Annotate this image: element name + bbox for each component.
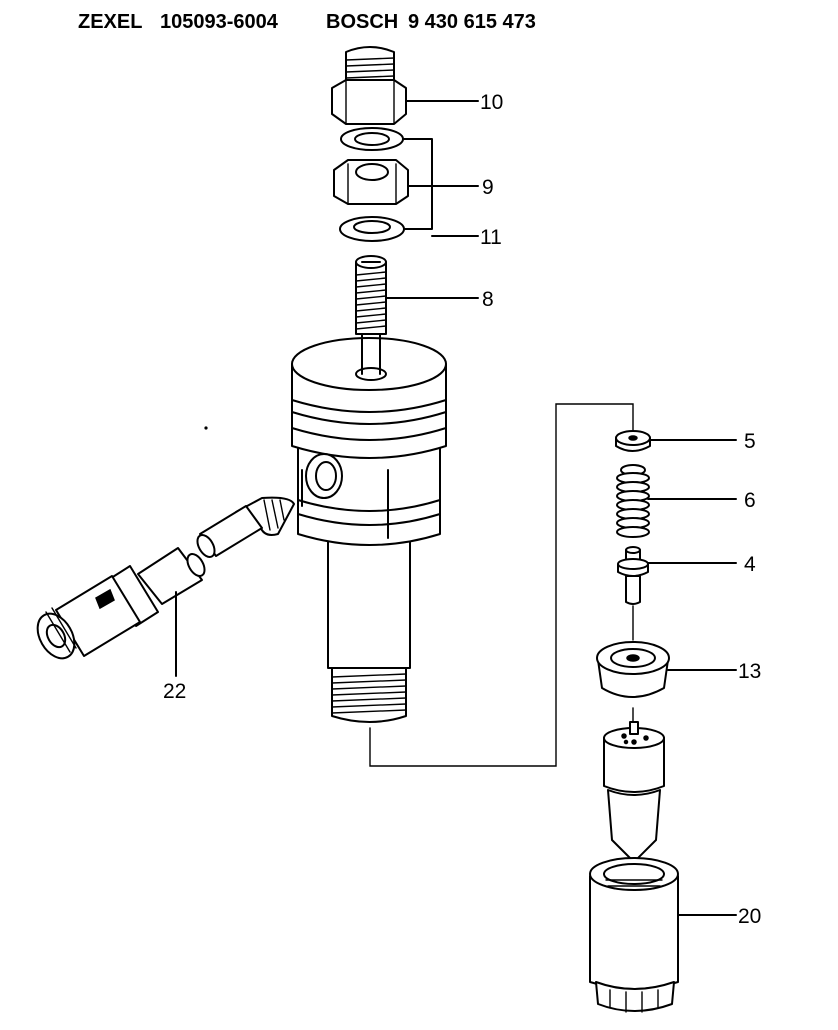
- callout-9: 9: [482, 176, 494, 199]
- callout-20: 20: [738, 905, 761, 928]
- callout-5: 5: [744, 430, 756, 453]
- part-5-shim: [615, 430, 651, 452]
- callout-labels: 10 9 11 8 5 6 4 13 20 22: [163, 91, 761, 928]
- nozzle-element: [603, 721, 665, 885]
- assembly-connector-line: [369, 403, 634, 767]
- part-4-pressure-pin: [617, 546, 649, 641]
- callout-6: 6: [744, 489, 756, 512]
- brand-bosch: BOSCH: [326, 11, 398, 33]
- part-13-intermediate-piece: [596, 641, 670, 733]
- part-9-hex-nut: [333, 159, 409, 205]
- bosch-part-number: 9 430 615 473: [408, 11, 536, 33]
- part-10-cap-nut: [331, 46, 407, 125]
- brand-zexel: ZEXEL: [78, 11, 142, 33]
- callout-4: 4: [744, 553, 756, 576]
- part-11-washer: [339, 216, 405, 242]
- leader-lines: [175, 100, 737, 916]
- part-6-spring: [616, 464, 650, 538]
- part-8-adjusting-screw: [355, 255, 387, 375]
- part-9-washer-top: [340, 127, 404, 151]
- stray-mark: [204, 426, 208, 430]
- zexel-part-number: 105093-6004: [160, 11, 279, 33]
- callout-13: 13: [738, 660, 761, 683]
- callout-22: 22: [163, 680, 186, 703]
- nozzle-holder-body: [291, 333, 447, 723]
- callout-11: 11: [480, 226, 502, 249]
- callout-10: 10: [480, 91, 503, 114]
- header: ZEXEL 105093-6004 BOSCH 9 430 615 473: [78, 11, 536, 33]
- part-20-retaining-nut: [589, 857, 679, 1013]
- callout-8: 8: [482, 288, 494, 311]
- part-22-inlet-connector: [36, 496, 295, 660]
